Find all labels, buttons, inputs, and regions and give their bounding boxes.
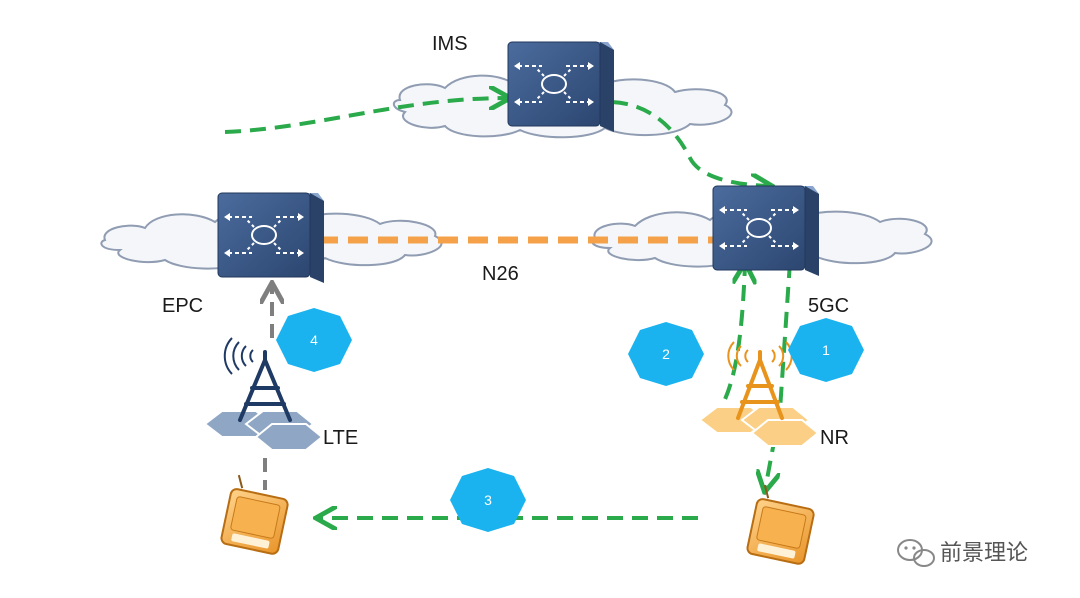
epc-label: EPC xyxy=(162,295,203,317)
lte-label: LTE xyxy=(323,427,358,449)
router-icon xyxy=(217,192,324,283)
router-icon xyxy=(712,185,819,276)
ims-label: IMS xyxy=(432,33,468,55)
step-number: 2 xyxy=(662,346,670,362)
5gc-label: 5GC xyxy=(808,295,849,317)
step-number: 3 xyxy=(484,492,492,508)
tower-icon xyxy=(736,350,784,420)
tower-icon xyxy=(238,350,292,422)
router-icon xyxy=(507,41,614,132)
step-badge-4: 4 xyxy=(276,308,352,372)
phone-icon xyxy=(746,484,815,565)
step-badge-2: 2 xyxy=(628,322,704,386)
step-number: 4 xyxy=(310,332,318,348)
wechat-icon xyxy=(897,539,935,567)
phone-icon xyxy=(220,474,289,555)
signal-waves xyxy=(727,341,793,371)
step-badge-1: 1 xyxy=(788,318,864,382)
nr-base-station xyxy=(698,341,820,447)
watermark-text: 前景理论 xyxy=(940,541,1028,566)
nr-label: NR xyxy=(820,427,849,449)
hex-cells xyxy=(698,406,820,447)
n26-label: N26 xyxy=(482,263,519,285)
lte-base-station xyxy=(203,337,324,451)
step-number: 1 xyxy=(822,342,830,358)
green-signaling-path xyxy=(224,98,792,518)
signal-waves xyxy=(223,337,254,375)
step-badge-3: 3 xyxy=(450,468,526,532)
hex-cells xyxy=(203,410,324,451)
